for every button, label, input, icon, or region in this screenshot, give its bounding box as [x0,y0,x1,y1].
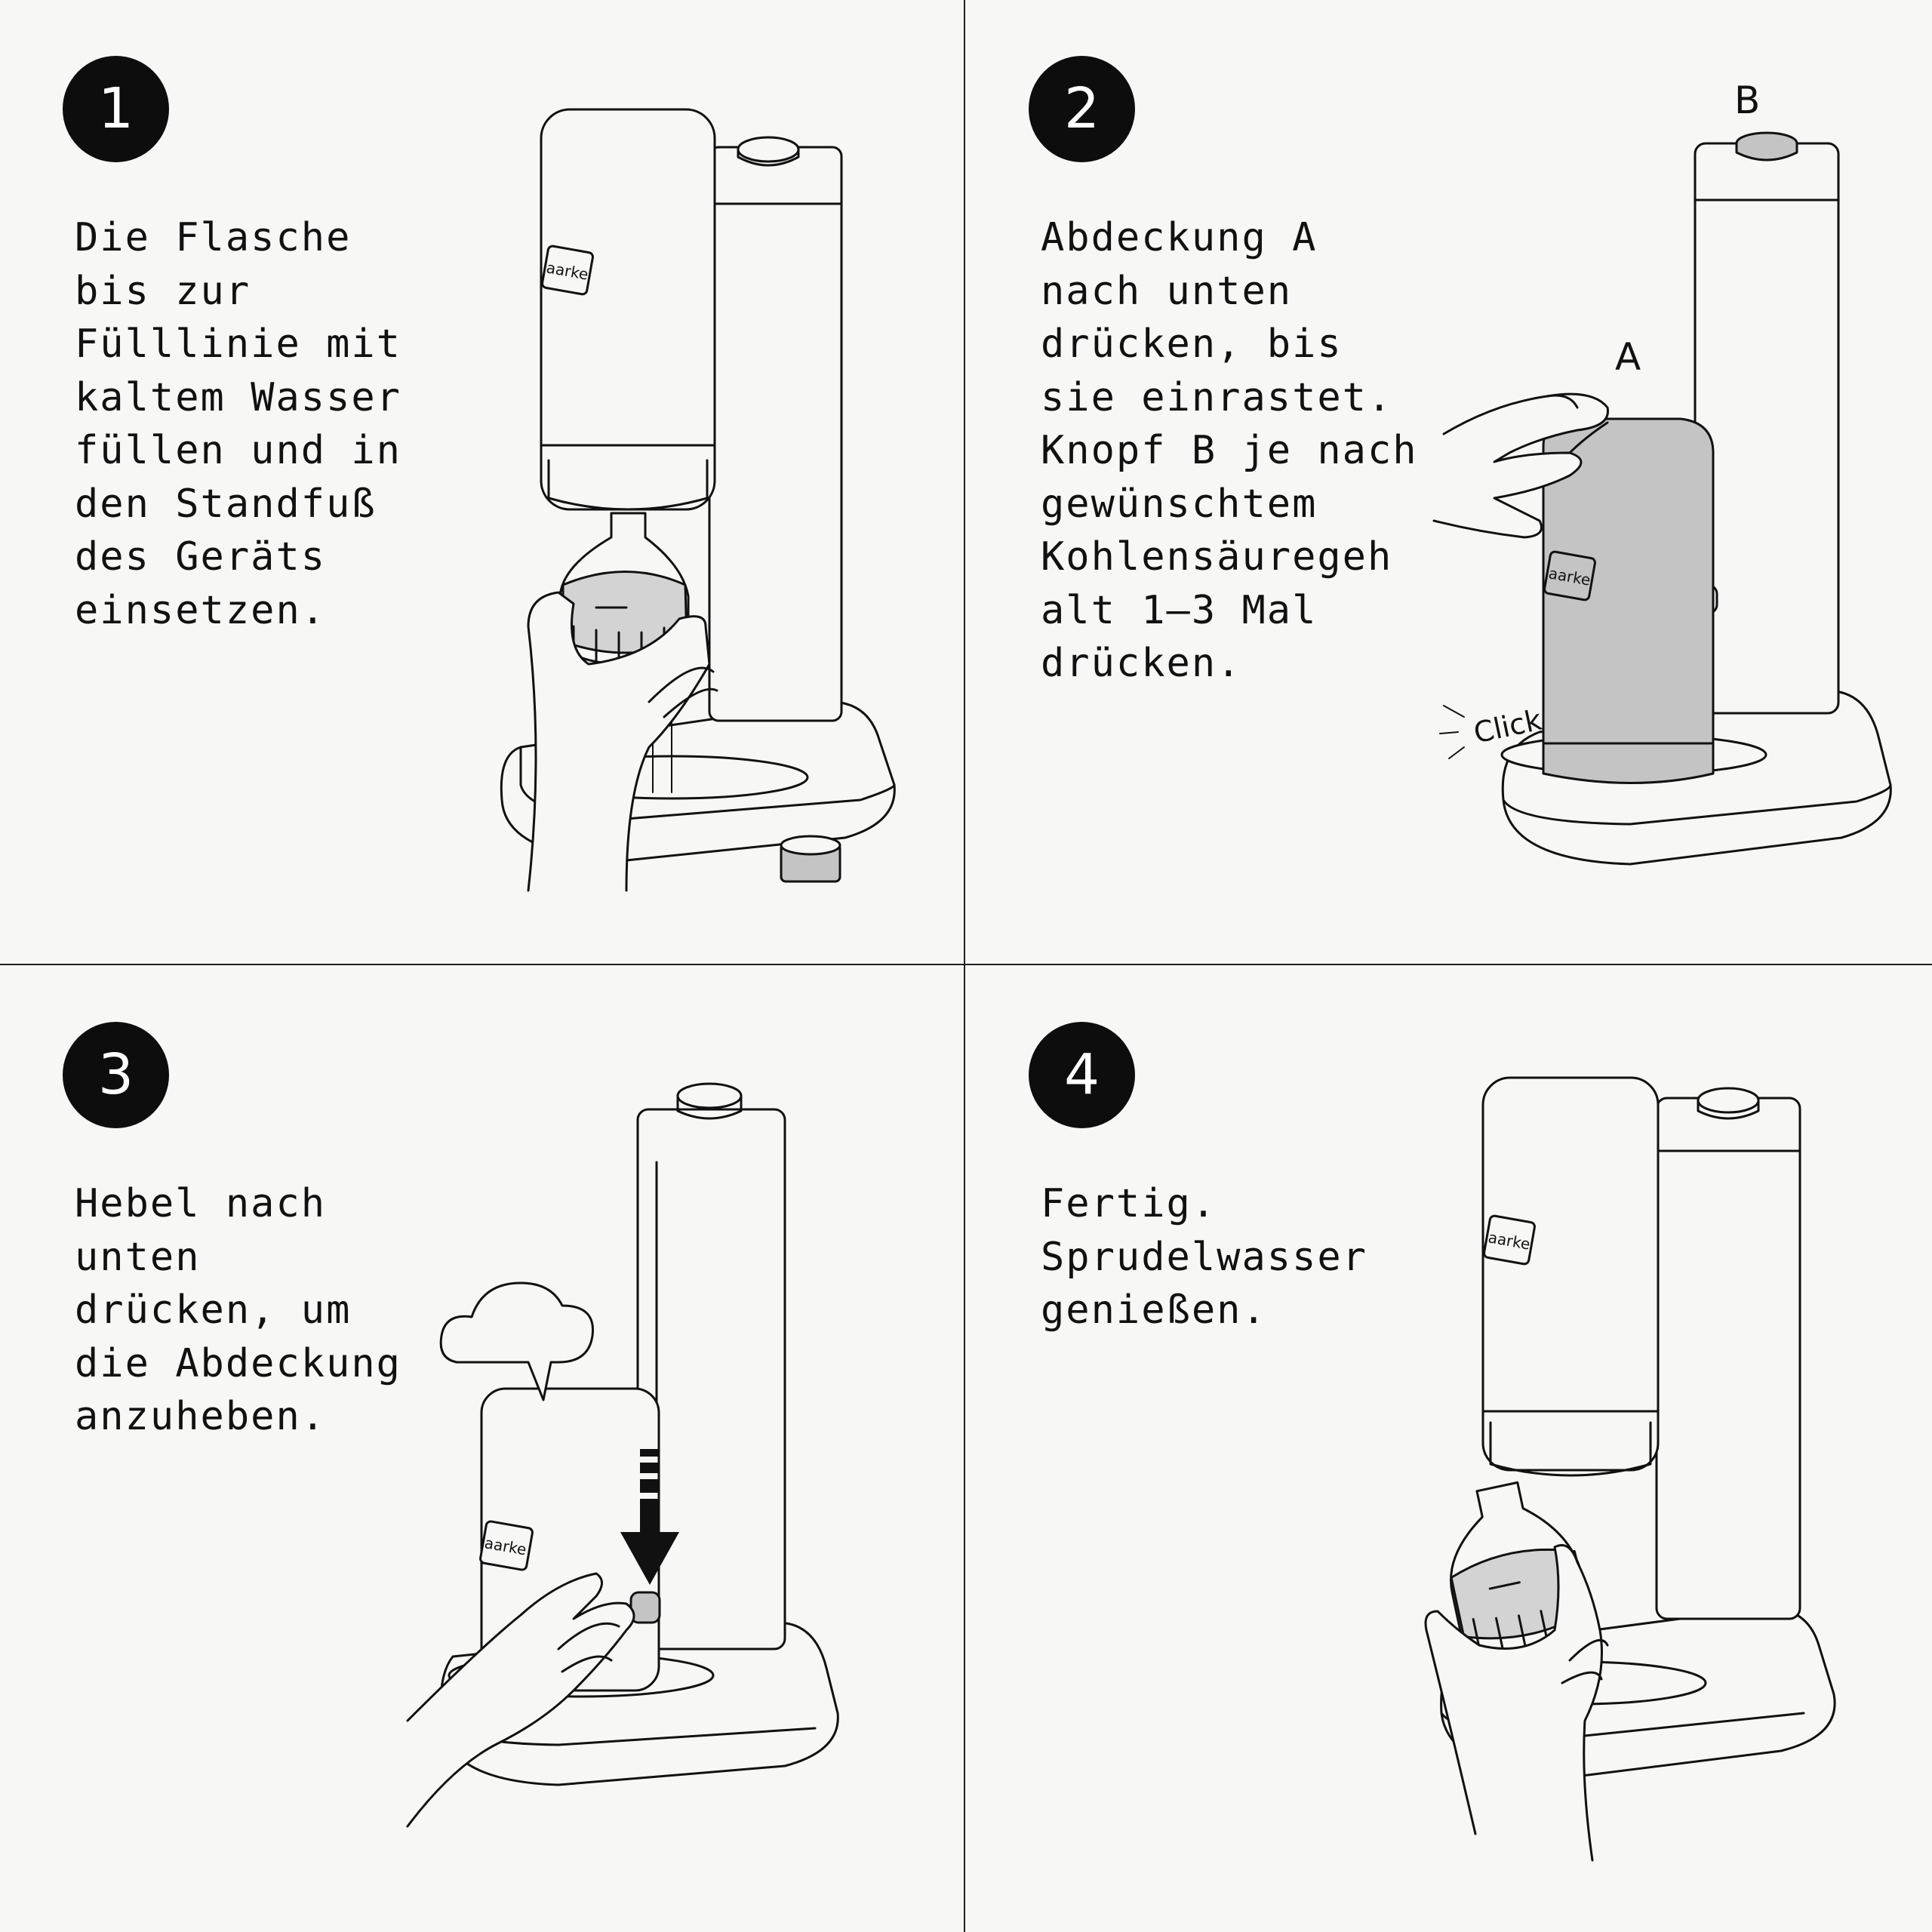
speech-cloud-icon [439,1281,594,1401]
step-4-panel: 4 Fertig. Sprudelwasser genießen. aarke [966,966,1930,1930]
label-b: B [1734,78,1760,122]
step-4-instruction: Fertig. Sprudelwasser genießen. [1041,1181,1367,1333]
step-3-instruction: Hebel nach unten drücken, um die Abdecku… [75,1181,401,1439]
vertical-divider [964,0,965,1932]
horizontal-divider [0,964,1932,965]
step-1-illustration: aarke [500,108,896,892]
step-2-instruction: Abdeckung A nach unten drücken, bis sie … [1041,215,1418,686]
step-2-number-badge: 2 [1029,56,1135,162]
step-4-number-badge: 4 [1029,1022,1135,1128]
step-1-number-badge: 1 [63,56,169,162]
step-2-illustration: B A aarke Click [1432,78,1892,866]
step-2-panel: 2 Abdeckung A nach unten drücken, bis si… [966,0,1930,964]
step-1-panel: 1 Die Flasche bis zur Fülllinie mit kalt… [0,0,964,964]
step-1-instruction: Die Flasche bis zur Fülllinie mit kaltem… [75,215,401,633]
step-4-illustration: aarke [1424,1076,1836,1862]
down-arrow-icon [620,1449,679,1585]
label-a: A [1615,335,1641,379]
step-3-number-badge: 3 [63,1022,169,1128]
step-3-panel: 3 Hebel nach unten drücken, um die Abdec… [0,966,964,1930]
step-3-illustration: aarke [406,1082,839,1828]
